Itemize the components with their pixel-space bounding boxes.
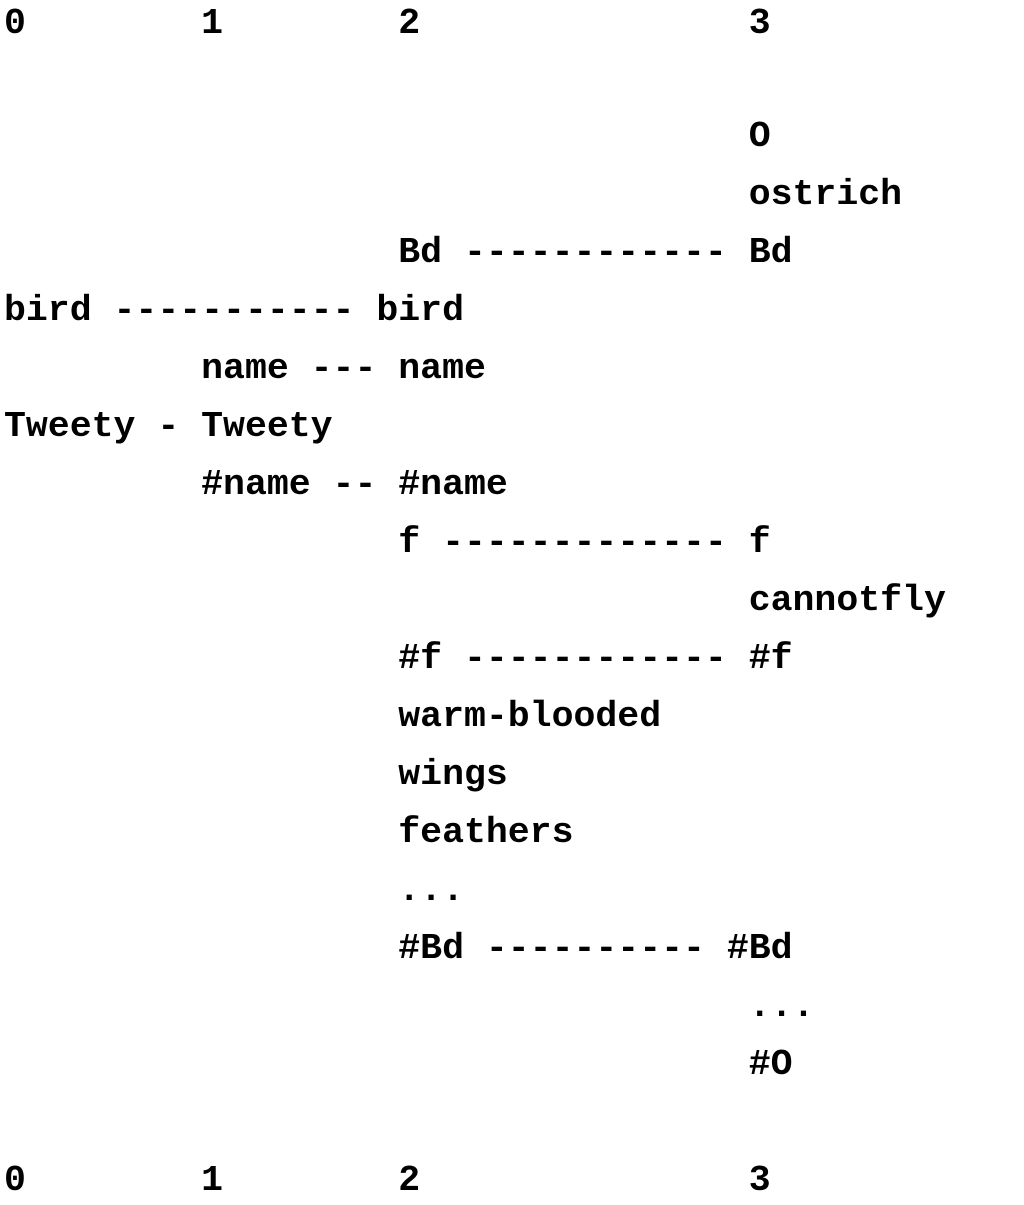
- diagram-line-ellipsis-1: ...: [4, 870, 464, 911]
- diagram-line-tweety: Tweety - Tweety: [4, 406, 333, 447]
- diagram-line-end-name: #name -- #name: [4, 464, 508, 505]
- diagram-line-cannotfly: cannotfly: [4, 580, 946, 621]
- level-axis-top: 0 1 2 3: [4, 3, 771, 44]
- diagram-line-name: name --- name: [4, 348, 486, 389]
- diagram-line-ellipsis-2: ...: [4, 986, 815, 1027]
- diagram-line-end-f: #f ------------ #f: [4, 638, 793, 679]
- diagram-line-f: f ------------- f: [4, 522, 771, 563]
- diagram-line-o: O: [4, 116, 771, 157]
- diagram-line-feathers: feathers: [4, 812, 574, 853]
- diagram-line-ostrich: ostrich: [4, 174, 903, 215]
- diagram-line-bd: Bd ------------ Bd: [4, 232, 793, 273]
- diagram-line-end-o: #O: [4, 1044, 793, 1085]
- diagram-line-bird: bird ----------- bird: [4, 290, 464, 331]
- diagram-line-wings: wings: [4, 754, 508, 795]
- diagram-line-end-bd: #Bd ---------- #Bd: [4, 928, 793, 969]
- level-axis-bottom: 0 1 2 3: [4, 1160, 771, 1201]
- diagram-line-warm-blooded: warm-blooded: [4, 696, 662, 737]
